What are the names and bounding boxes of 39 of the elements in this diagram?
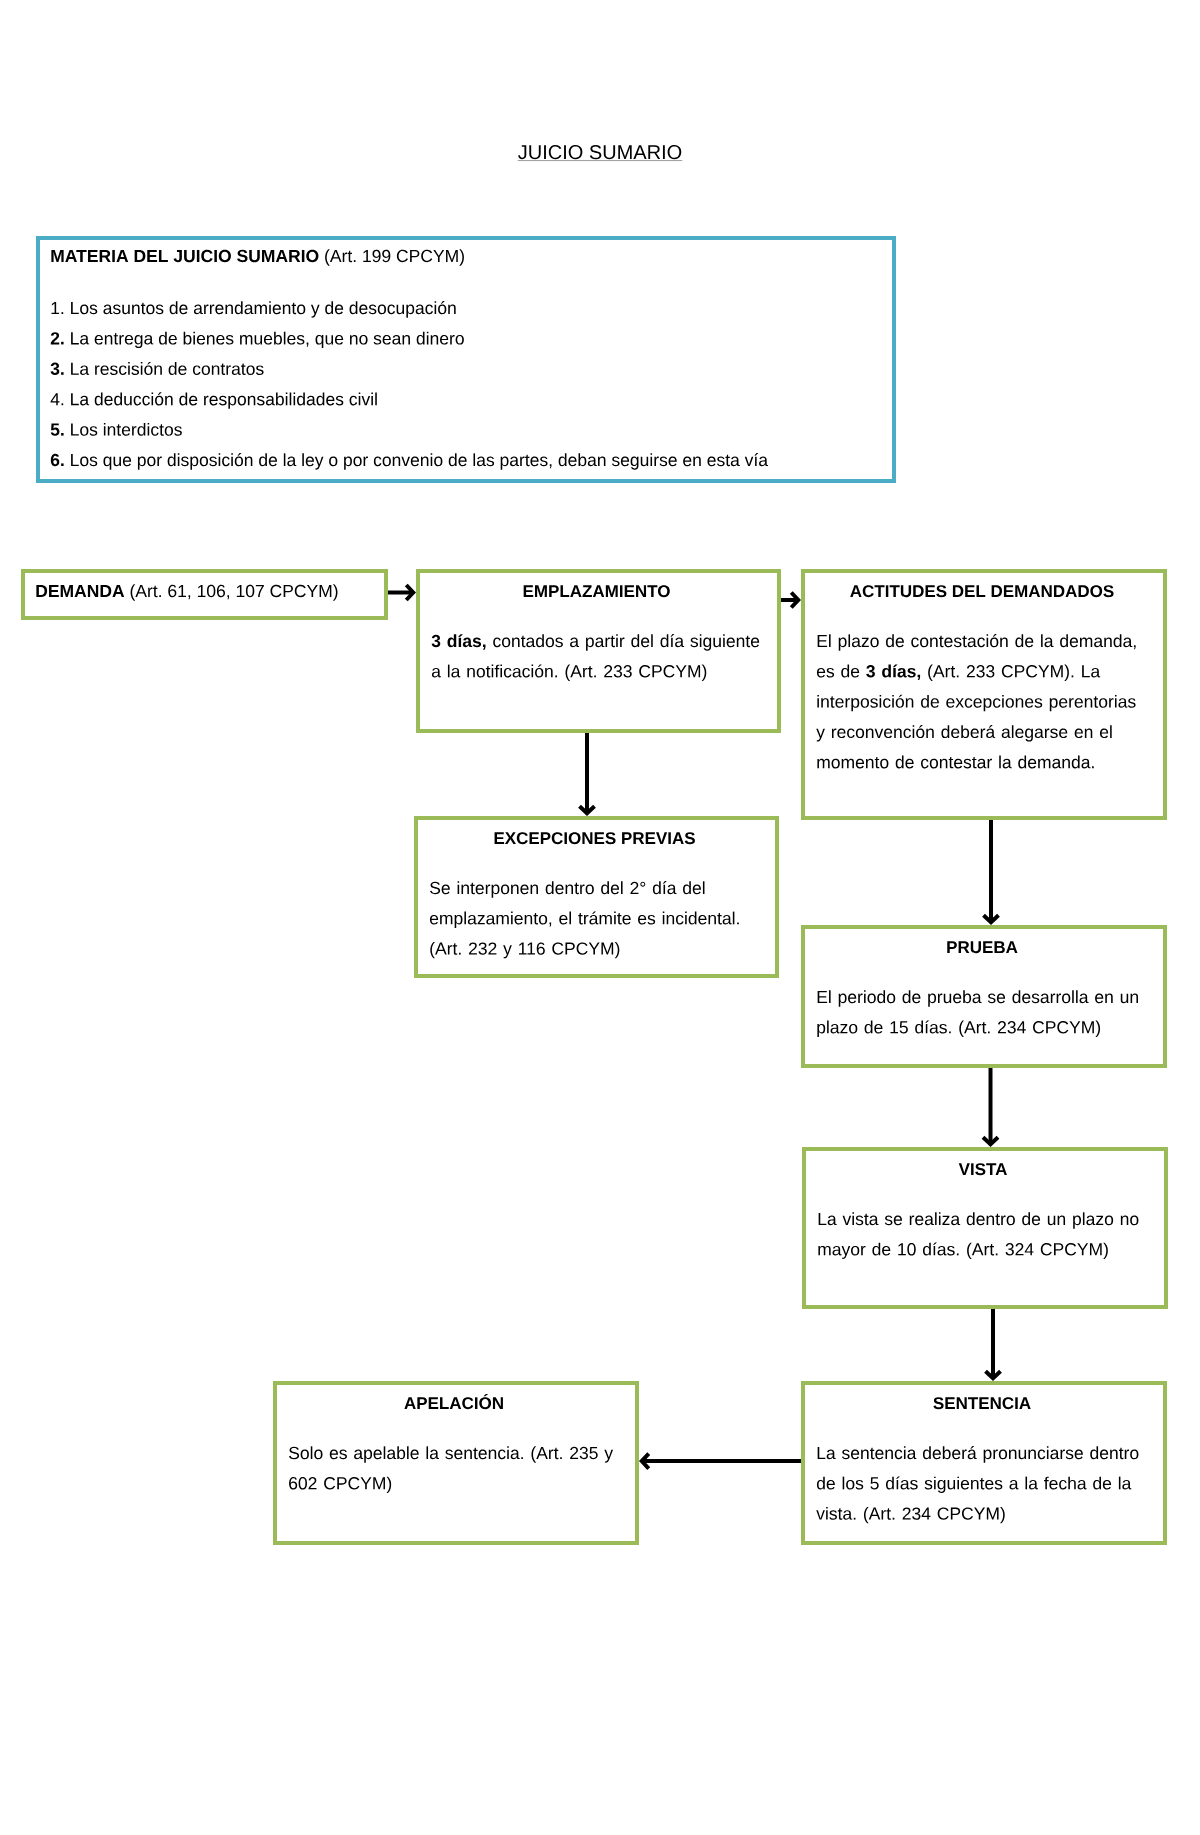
box-heading: MATERIA DEL JUICIO SUMARIO (Art. 199 CPCYM) xyxy=(51,249,464,266)
list-item: 1. Los asuntos de arrendamiento y de desocupación xyxy=(51,301,456,318)
box-text: La vista se realiza dentro de un plazo no mayor de 10 días. (Art. 324 CPCYM) xyxy=(818,1212,1139,1259)
arrow xyxy=(639,1452,801,1470)
box-heading: PRUEBA xyxy=(947,941,1018,954)
list-box xyxy=(36,236,896,483)
process-box xyxy=(802,1147,1168,1309)
arrow xyxy=(982,820,1000,925)
box-heading: EMPLAZAMIENTO xyxy=(523,585,670,598)
box-text: Solo es apelable la sentencia. (Art. 235 y 602 CPCYM) xyxy=(289,1446,613,1493)
box-heading: EXCEPCIONES PREVIAS xyxy=(494,832,695,845)
process-box xyxy=(21,569,388,620)
list-item: 5. Los interdictos xyxy=(50,422,182,436)
process-box xyxy=(801,1381,1167,1545)
box-text: DEMANDA (Art. 61, 106, 107 CPCYM) xyxy=(36,584,338,601)
list-item: 2. La entrega de bienes muebles, que no sean dinero xyxy=(50,331,464,349)
box-text: El plazo de contestación de la demanda, es de 3 días, (Art. 233 CPCYM). La interposición de excepciones perentorias y reconvención deberá alegarse en el momento de contestar la demanda. xyxy=(816,634,1136,769)
page-title: JUICIO SUMARIO xyxy=(517,145,683,161)
list-item: 3. La rescisión de contratos xyxy=(50,361,264,375)
arrow xyxy=(781,591,801,609)
box-text: 3 días, contados a partir del día siguiente a la notificación. (Art. 233 CPCYM) xyxy=(431,634,760,681)
process-box xyxy=(801,925,1167,1068)
box-heading: VISTA xyxy=(958,1163,1007,1176)
process-box xyxy=(801,569,1167,820)
box-text: El periodo de prueba se desarrolla en un plazo de 15 días. (Art. 234 CPCYM) xyxy=(817,990,1138,1037)
box-text: La sentencia deberá pronunciarse dentro de los 5 días siguientes a la fecha de la vista. (Art. 234 CPCYM) xyxy=(816,1446,1139,1524)
process-box xyxy=(273,1381,639,1545)
arrow xyxy=(388,583,416,602)
arrow xyxy=(984,1309,1002,1381)
box-heading: APELACIÓN xyxy=(404,1393,503,1410)
box-heading: SENTENCIA xyxy=(933,1397,1031,1410)
box-heading: ACTITUDES DEL DEMANDADOS xyxy=(850,585,1114,598)
list-item: 4. La deducción de responsabilidades civil xyxy=(50,392,377,409)
box-text: Se interponen dentro del 2° día del emplazamiento, el trámite es incidental. (Art. 232 y 116 CPCYM) xyxy=(429,881,739,959)
process-box xyxy=(414,816,779,978)
arrow xyxy=(981,1068,1000,1147)
list-item: 6. Los que por disposición de la ley o por convenio de las partes, deban seguirse en esta vía xyxy=(50,453,769,470)
process-box xyxy=(416,569,781,733)
arrow xyxy=(578,733,596,816)
